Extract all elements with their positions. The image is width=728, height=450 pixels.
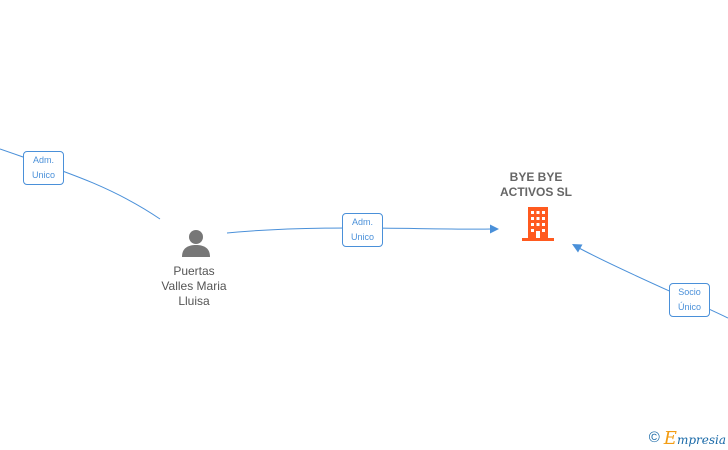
edge-label-line1: Adm. (32, 155, 54, 165)
person-name-line1: Puertas (173, 264, 215, 278)
edge-label-socio-unico: Socio Único (669, 283, 710, 317)
person-name-line3: Lluisa (178, 294, 210, 308)
edge-label-line2: Unico (31, 170, 55, 180)
company-name-line2: ACTIVOS SL (499, 185, 572, 199)
edge-offscreen-to-company (578, 247, 728, 319)
empresia-logo-initial: E (663, 427, 677, 449)
person-icon[interactable] (181, 229, 211, 257)
company-node-name[interactable]: BYE BYE ACTIVOS SL (476, 170, 596, 200)
edge-label-adm-unico-left: Adm. Unico (23, 151, 64, 185)
copyright-symbol: © (648, 429, 660, 446)
company-name-line1: BYE BYE (509, 170, 563, 184)
person-node-name[interactable]: Puertas Valles Maria Lluisa (134, 264, 254, 309)
edge-offscreen-to-person (0, 148, 161, 220)
empresia-logo: Empresia (664, 428, 726, 449)
edge-arrowhead-company-bottom (572, 244, 583, 253)
person-name-line2: Valles Maria (161, 279, 227, 293)
edge-label-line1: Socio (678, 287, 701, 297)
edge-arrowhead-company-left (490, 224, 499, 234)
empresia-logo-text: mpresia (676, 432, 726, 447)
edge-label-line1: Adm. (351, 217, 373, 227)
edge-label-line2: Unico (350, 232, 374, 242)
edge-label-adm-unico-center: Adm. Unico (342, 213, 383, 247)
building-icon[interactable] (522, 206, 554, 242)
empresia-branding: © Empresia (648, 428, 726, 449)
edge-label-line2: Único (677, 302, 701, 312)
